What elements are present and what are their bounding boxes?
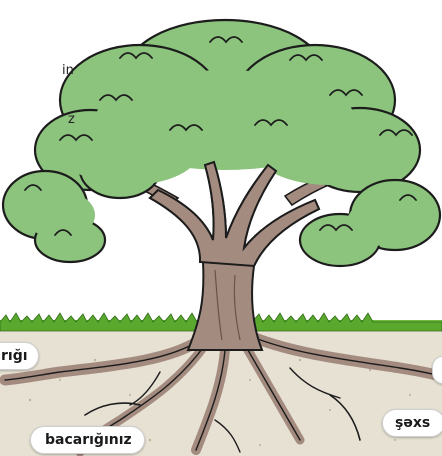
text-fragment-middle: z (68, 113, 75, 126)
label-pill-left: rığı (0, 342, 39, 370)
label-pill-right: şəxs (382, 409, 442, 437)
label-pill-right-edge (432, 356, 442, 384)
text-fragment-top: in (62, 64, 74, 77)
label-pill-bottom: bacarığınız (30, 426, 145, 454)
